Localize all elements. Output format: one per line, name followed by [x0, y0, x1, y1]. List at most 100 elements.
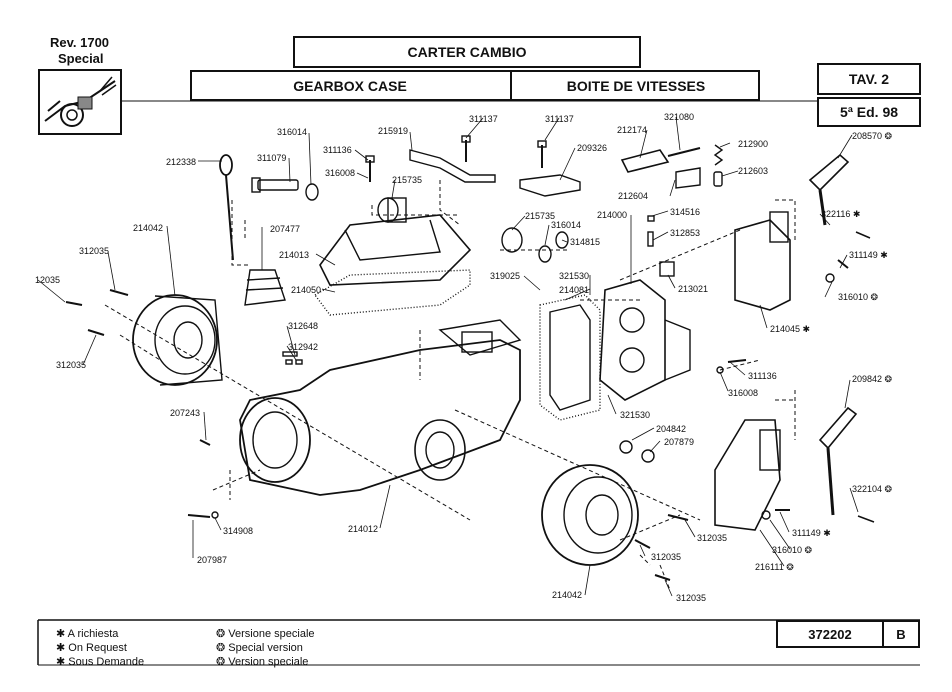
tractor-thumbnail — [38, 69, 122, 135]
part-code: 312942 — [288, 342, 319, 352]
part-code: 316008 — [728, 388, 759, 398]
asterisk-icon: ✱ — [850, 209, 861, 219]
legend-special-fr: ❂ Version speciale — [216, 656, 309, 668]
part-code: 207879 — [664, 437, 695, 447]
gear-symbol-icon: ❂ — [868, 292, 879, 302]
legend-special-en: ❂ Special version — [216, 642, 303, 654]
part-number-label: 316010 ❂ — [838, 292, 878, 302]
drawing-code: 372202 — [776, 620, 884, 648]
asterisk-icon: ✱ — [56, 656, 69, 668]
part-number-label: 214081 — [559, 285, 589, 295]
part-number-label: 214012 — [348, 524, 378, 534]
part-code: 311149 — [792, 528, 821, 538]
part-code: 207477 — [270, 224, 301, 234]
part-number-label: 312035 — [651, 552, 681, 562]
part-code: 214012 — [348, 524, 379, 534]
part-number-label: 215735 — [392, 175, 422, 185]
part-code: 212604 — [618, 191, 649, 201]
part-code: 311136 — [748, 371, 777, 381]
part-code: 209842 — [852, 374, 883, 384]
part-code: 312035 — [676, 593, 707, 603]
part-code: 316008 — [325, 168, 356, 178]
part-code: 311137 — [469, 114, 498, 124]
part-code: 316010 — [772, 545, 803, 555]
tav-number: TAV. 2 — [817, 63, 921, 95]
part-number-label: 207243 — [170, 408, 200, 418]
part-number-label: 316014 — [551, 220, 581, 230]
part-code: 316010 — [838, 292, 869, 302]
part-number-label: 314516 — [670, 207, 700, 217]
part-code: 312035 — [697, 533, 728, 543]
asterisk-icon: ✱ — [800, 324, 811, 334]
legend-special-it: ❂ Versione speciale — [216, 628, 315, 640]
drawing-revision: B — [882, 620, 920, 648]
part-code: 209326 — [577, 143, 608, 153]
title-italian: CARTER CAMBIO — [293, 36, 641, 68]
part-code: 321080 — [664, 112, 695, 122]
part-number-label: 314908 — [223, 526, 253, 536]
part-number-label: 316008 — [728, 388, 758, 398]
asterisk-icon: ✱ — [56, 642, 69, 654]
part-code: 214050 — [291, 285, 322, 295]
part-number-label: 314815 — [570, 237, 600, 247]
part-number-label: 312853 — [670, 228, 700, 238]
part-number-label: 207987 — [197, 555, 227, 565]
legend-on-request-it: ✱ A richiesta — [56, 628, 119, 640]
part-code: 316014 — [551, 220, 582, 230]
part-code: 207987 — [197, 555, 228, 565]
part-number-label: 214000 — [597, 210, 627, 220]
gear-symbol-icon: ❂ — [216, 628, 229, 640]
part-code: 212174 — [617, 125, 648, 135]
part-number-label: 212900 — [738, 139, 768, 149]
part-number-label: 311079 — [257, 153, 286, 163]
part-number-label: 321080 — [664, 112, 694, 122]
gear-symbol-icon: ❂ — [216, 656, 229, 668]
legend-on-request-en: ✱ On Request — [56, 642, 127, 654]
part-number-label: 214013 — [279, 250, 309, 260]
gear-symbol-icon: ❂ — [216, 642, 229, 654]
part-code: 312035 — [56, 360, 87, 370]
part-code: 213021 — [678, 284, 709, 294]
part-code: 208570 — [852, 131, 883, 141]
part-code: 214042 — [133, 223, 164, 233]
part-number-label: 316008 — [325, 168, 355, 178]
part-code: 204842 — [656, 424, 687, 434]
part-number-label: 12035 — [35, 275, 60, 285]
part-number-label: 321530 — [620, 410, 650, 420]
part-number-label: 214042 — [133, 223, 163, 233]
part-code: 319025 — [490, 271, 521, 281]
part-code: 311136 — [323, 145, 352, 155]
part-number-label: 311137 — [545, 114, 574, 124]
title-bar — [190, 70, 760, 101]
part-number-label: 316010 ❂ — [772, 545, 812, 555]
part-code: 214081 — [559, 285, 590, 295]
part-number-label: 322116 ✱ — [821, 209, 860, 219]
gear-symbol-icon: ❂ — [802, 545, 813, 555]
part-code: 322104 — [852, 484, 883, 494]
asterisk-icon: ✱ — [877, 250, 888, 260]
part-code: 212338 — [166, 157, 197, 167]
part-number-label: 204842 — [656, 424, 686, 434]
asterisk-icon: ✱ — [56, 628, 68, 640]
part-number-label: 214050 — [291, 285, 321, 295]
part-number-label: 311136 — [748, 371, 777, 381]
part-number-label: 212338 — [166, 157, 196, 167]
part-number-label: 209326 — [577, 143, 607, 153]
gear-symbol-icon: ❂ — [882, 374, 893, 384]
title-english: GEARBOX CASE — [293, 77, 407, 94]
part-code: 216111 — [755, 562, 784, 572]
part-number-label: 216111 ❂ — [755, 562, 794, 572]
part-number-label: 322104 ❂ — [852, 484, 892, 494]
part-number-label: 213021 — [678, 284, 708, 294]
part-number-label: 207879 — [664, 437, 694, 447]
part-code: 215735 — [392, 175, 423, 185]
part-code: 314908 — [223, 526, 254, 536]
part-code: 207243 — [170, 408, 201, 418]
part-code: 314815 — [570, 237, 601, 247]
edition: 5ª Ed. 98 — [817, 97, 921, 127]
part-number-label: 312942 — [288, 342, 318, 352]
tractor-icon — [44, 76, 117, 127]
part-code: 215735 — [525, 211, 556, 221]
part-number-label: 212603 — [738, 166, 768, 176]
